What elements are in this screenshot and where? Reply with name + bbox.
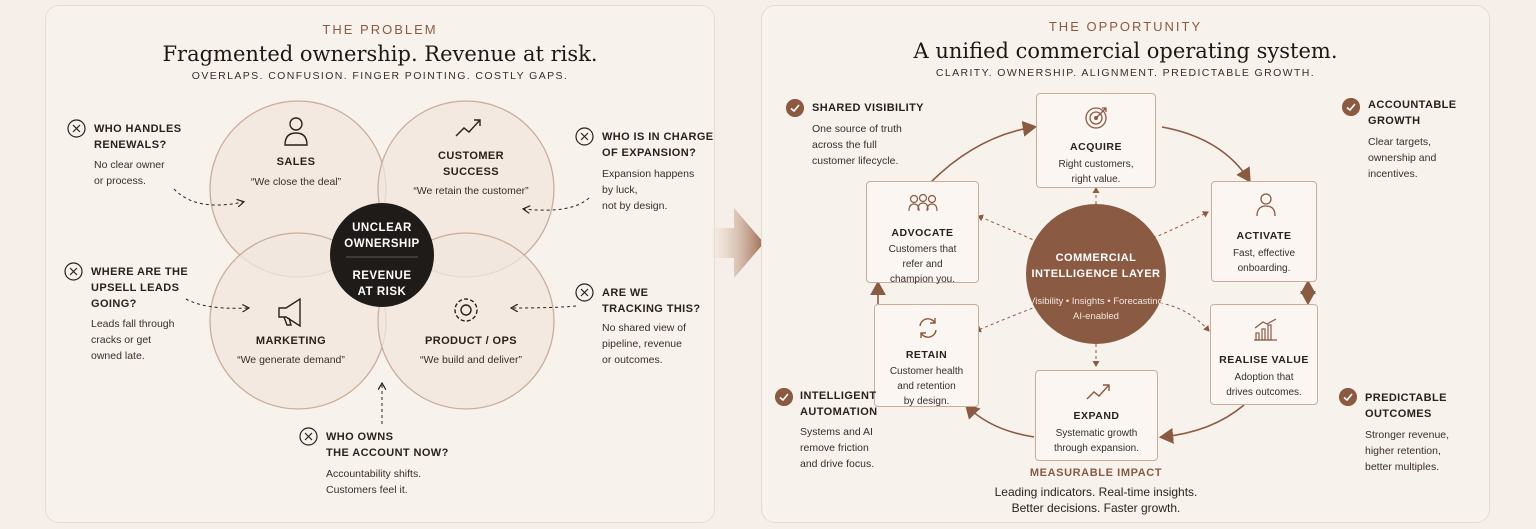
gear-icon [454, 298, 478, 322]
target-icon [1085, 107, 1107, 129]
person-icon [284, 117, 308, 146]
commercial-intelligence-hub [1026, 204, 1166, 344]
check-circle-icon [1339, 388, 1357, 406]
opportunity-title: A unified commercial operating system. [913, 39, 1338, 63]
benefit-accountable-growth-title: ACCOUNTABLE GROWTH [1368, 99, 1457, 127]
stage-activate-card[interactable]: ACTIVATE Fast, effective onboarding. [1211, 181, 1317, 282]
question-renewals-desc: No clear owner or process. [94, 159, 165, 187]
opportunity-panel: THE OPPORTUNITY A unified commercial ope… [761, 5, 1490, 523]
question-upsell-desc: Leads fall through cracks or get owned l… [91, 318, 175, 362]
marketing-title: MARKETING [255, 335, 327, 347]
stage-realise-value-card[interactable]: REALISE VALUE Adoption that drives outco… [1210, 304, 1318, 405]
venn-diagram [173, 100, 590, 424]
benefit-shared-visibility-title: SHARED VISIBILITY [812, 102, 924, 114]
x-circle-icon [575, 127, 594, 146]
benefit-predictable-outcomes-title: PREDICTABLE OUTCOMES [1365, 392, 1447, 420]
benefit-accountable-growth-desc: Clear targets, ownership and incentives. [1368, 136, 1437, 180]
group-icon [908, 193, 938, 212]
x-circle-icon [575, 283, 594, 302]
check-circle-icon [786, 99, 804, 117]
problem-eyebrow: THE PROBLEM [322, 22, 438, 37]
check-circle-icon [1342, 98, 1360, 116]
problem-panel: THE PROBLEM Fragmented ownership. Revenu… [45, 5, 715, 523]
question-tracking-title: ARE WE TRACKING THIS? [602, 287, 701, 315]
transition-arrow-icon [712, 208, 764, 278]
hub-title: COMMERCIAL INTELLIGENCE LAYER [1031, 252, 1161, 280]
sales-quote: “We close the deal” [250, 176, 342, 188]
hub-subtitle: Visibility • Insights • Forecasting AI-e… [1029, 296, 1163, 322]
person-icon [1256, 193, 1276, 217]
benefit-intelligent-automation-title: INTELLIGENT AUTOMATION [800, 390, 878, 418]
bar-chart-icon [1254, 318, 1277, 341]
unclear-ownership-hub [330, 203, 434, 307]
question-account-title: WHO OWNS THE ACCOUNT NOW? [326, 431, 449, 459]
opportunity-tagline: CLARITY. OWNERSHIP. ALIGNMENT. PREDICTAB… [935, 67, 1316, 79]
impact-text: Leading indicators. Real-time insights. … [994, 485, 1198, 515]
stage-expand-card[interactable]: EXPAND Systematic growth through expansi… [1035, 370, 1158, 461]
product-ops-title: PRODUCT / OPS [425, 335, 517, 347]
question-tracking-desc: No shared view of pipeline, revenue or o… [602, 322, 687, 366]
benefit-intelligent-automation-desc: Systems and AI remove friction and drive… [800, 426, 875, 470]
impact-title: MEASURABLE IMPACT [1029, 467, 1163, 479]
refresh-icon [919, 318, 937, 338]
opportunity-eyebrow: THE OPPORTUNITY [1048, 19, 1203, 34]
question-expansion-desc: Expansion happens by luck, not by design… [602, 168, 695, 212]
revenue-at-risk-label: REVENUE AT RISK [352, 270, 412, 298]
trend-up-icon [455, 119, 481, 137]
question-renewals-title: WHO HANDLES RENEWALS? [94, 123, 182, 151]
problem-tagline: OVERLAPS. CONFUSION. FINGER POINTING. CO… [191, 70, 569, 82]
x-circle-icon [64, 262, 83, 281]
marketing-quote: “We generate demand” [237, 354, 345, 366]
stage-retain-card[interactable]: RETAIN Customer health and retention by … [874, 304, 979, 407]
stage-acquire-card[interactable]: ACQUIRE Right customers, right value. [1036, 93, 1156, 188]
question-upsell-title: WHERE ARE THE UPSELL LEADS GOING? [91, 266, 189, 310]
stage-advocate-card[interactable]: ADVOCATE Customers that refer and champi… [866, 181, 979, 285]
benefit-predictable-outcomes-desc: Stronger revenue, higher retention, bett… [1365, 429, 1450, 473]
trend-up-icon [1086, 384, 1110, 400]
lifecycle-diagram [870, 120, 1316, 444]
x-circle-icon [67, 119, 86, 138]
customer-success-title: CUSTOMER SUCCESS [438, 150, 504, 178]
customer-success-quote: “We retain the customer” [413, 185, 529, 197]
x-circle-icon [299, 427, 318, 446]
benefit-shared-visibility-desc: One source of truth across the full cust… [812, 123, 902, 167]
megaphone-icon [278, 297, 301, 328]
question-account-desc: Accountability shifts. Customers feel it… [326, 468, 422, 496]
product-ops-quote: “We build and deliver” [420, 354, 522, 366]
problem-title: Fragmented ownership. Revenue at risk. [162, 42, 598, 66]
unclear-ownership-label: UNCLEAR OWNERSHIP [344, 222, 420, 250]
sales-title: SALES [276, 156, 316, 168]
question-expansion-title: WHO IS IN CHARGE OF EXPANSION? [602, 131, 714, 159]
check-circle-icon [775, 388, 793, 406]
